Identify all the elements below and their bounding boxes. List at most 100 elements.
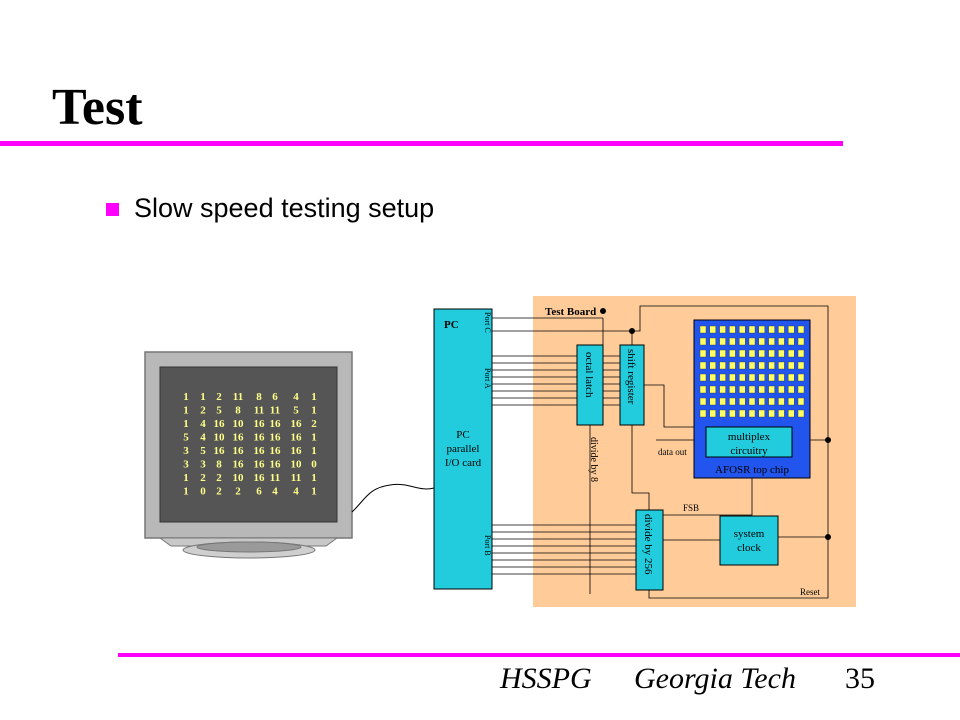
fsb-label: FSB — [683, 503, 699, 513]
monitor-value: 5 — [293, 405, 299, 417]
chip-cell — [797, 385, 805, 394]
afosr-label: AFOSR top chip — [715, 464, 789, 476]
octal-latch-label: octal latch — [583, 352, 595, 398]
chip-cell — [719, 409, 726, 418]
monitor-value: 5 — [200, 445, 206, 457]
chip-cell — [788, 349, 795, 358]
monitor-value: 6 — [256, 486, 262, 498]
chip-cell — [729, 385, 736, 394]
chip-cell — [797, 361, 805, 370]
port-a-bus — [492, 355, 577, 406]
chip-cell — [709, 385, 716, 394]
chip-cell — [729, 361, 736, 370]
monitor-value: 2 — [216, 391, 222, 403]
chip-cell — [748, 361, 756, 370]
monitor-value: 8 — [256, 391, 262, 403]
chip-cell — [788, 325, 795, 334]
chip-cell — [739, 325, 746, 334]
shift-clock-wire — [631, 425, 650, 510]
monitor-value: 0 — [311, 459, 317, 471]
chip-cell — [739, 337, 746, 346]
chip-cell — [748, 409, 756, 418]
chip-cell — [788, 361, 795, 370]
chip-cell — [709, 325, 716, 334]
bullet-marker — [106, 203, 119, 216]
chip-cell — [758, 325, 765, 334]
chip-cell — [699, 337, 707, 346]
monitor-value: 1 — [311, 486, 317, 498]
monitor-value: 16 — [291, 432, 303, 444]
chip-cell — [719, 325, 726, 334]
chip-cell — [797, 349, 805, 358]
monitor-value: 16 — [233, 459, 245, 471]
monitor-value: 1 — [311, 472, 317, 484]
chip-cell — [768, 373, 775, 382]
monitor-value: 16 — [254, 472, 266, 484]
monitor-value: 11 — [254, 405, 264, 417]
chip-cell — [748, 349, 756, 358]
chip-cell — [758, 373, 765, 382]
system-clock — [719, 515, 779, 566]
chip-cell — [729, 373, 736, 382]
chip-cell — [778, 385, 785, 394]
chip-cell — [758, 349, 765, 358]
chip-cell — [739, 397, 746, 406]
chip-cell — [709, 337, 716, 346]
chip-cell — [788, 337, 795, 346]
monitor-value: 16 — [254, 418, 266, 430]
monitor-value: 16 — [233, 432, 245, 444]
monitor-value: 1 — [311, 432, 317, 444]
system-clock-label-1: system — [734, 528, 765, 540]
monitor-value: 5 — [216, 405, 222, 417]
chip-cell — [768, 385, 775, 394]
monitor-value: 2 — [235, 486, 241, 498]
data-out-label: data out — [658, 447, 687, 457]
chip-cell — [709, 373, 716, 382]
chip-cell — [768, 349, 775, 358]
monitor-value: 16 — [270, 459, 282, 471]
chip-cell — [778, 361, 785, 370]
multiplex-label-1: multiplex — [728, 431, 771, 443]
latch-to-shift-bus — [603, 355, 620, 406]
chip-cell — [748, 337, 756, 346]
chip-cell — [748, 325, 756, 334]
chip-cell — [739, 409, 746, 418]
monitor-value: 1 — [183, 391, 189, 403]
monitor-value: 16 — [270, 418, 282, 430]
chip-cell — [699, 373, 707, 382]
chip-cell — [778, 397, 785, 406]
chip-cell — [729, 325, 736, 334]
chip-cell — [797, 325, 805, 334]
chip-cell — [729, 337, 736, 346]
monitor-value: 2 — [216, 472, 222, 484]
reset-label: Reset — [800, 587, 820, 597]
chip-cell — [768, 361, 775, 370]
monitor-value: 16 — [214, 445, 226, 457]
monitor-value: 10 — [233, 418, 245, 430]
monitor-value: 1 — [183, 405, 189, 417]
footer-rule — [118, 653, 960, 657]
monitor-value: 11 — [270, 405, 280, 417]
chip-cell — [788, 397, 795, 406]
footer-school: Georgia Tech — [634, 662, 796, 695]
monitor-value: 11 — [233, 391, 243, 403]
chip-cell — [739, 349, 746, 358]
monitor-cable — [351, 483, 435, 513]
monitor-value: 8 — [235, 405, 241, 417]
pc-card — [433, 308, 493, 590]
chip-cell — [699, 409, 707, 418]
chip-cell — [719, 337, 726, 346]
chip-cell — [768, 325, 775, 334]
chip-cell — [788, 373, 795, 382]
monitor-value: 16 — [270, 432, 282, 444]
monitor-value: 1 — [311, 391, 317, 403]
octal-latch — [576, 344, 604, 426]
chip-cell — [758, 337, 765, 346]
port-b-bus — [492, 524, 636, 575]
chip-cell — [778, 373, 785, 382]
monitor-value: 1 — [311, 445, 317, 457]
divide-by-256 — [635, 509, 664, 591]
chip-cell — [729, 349, 736, 358]
